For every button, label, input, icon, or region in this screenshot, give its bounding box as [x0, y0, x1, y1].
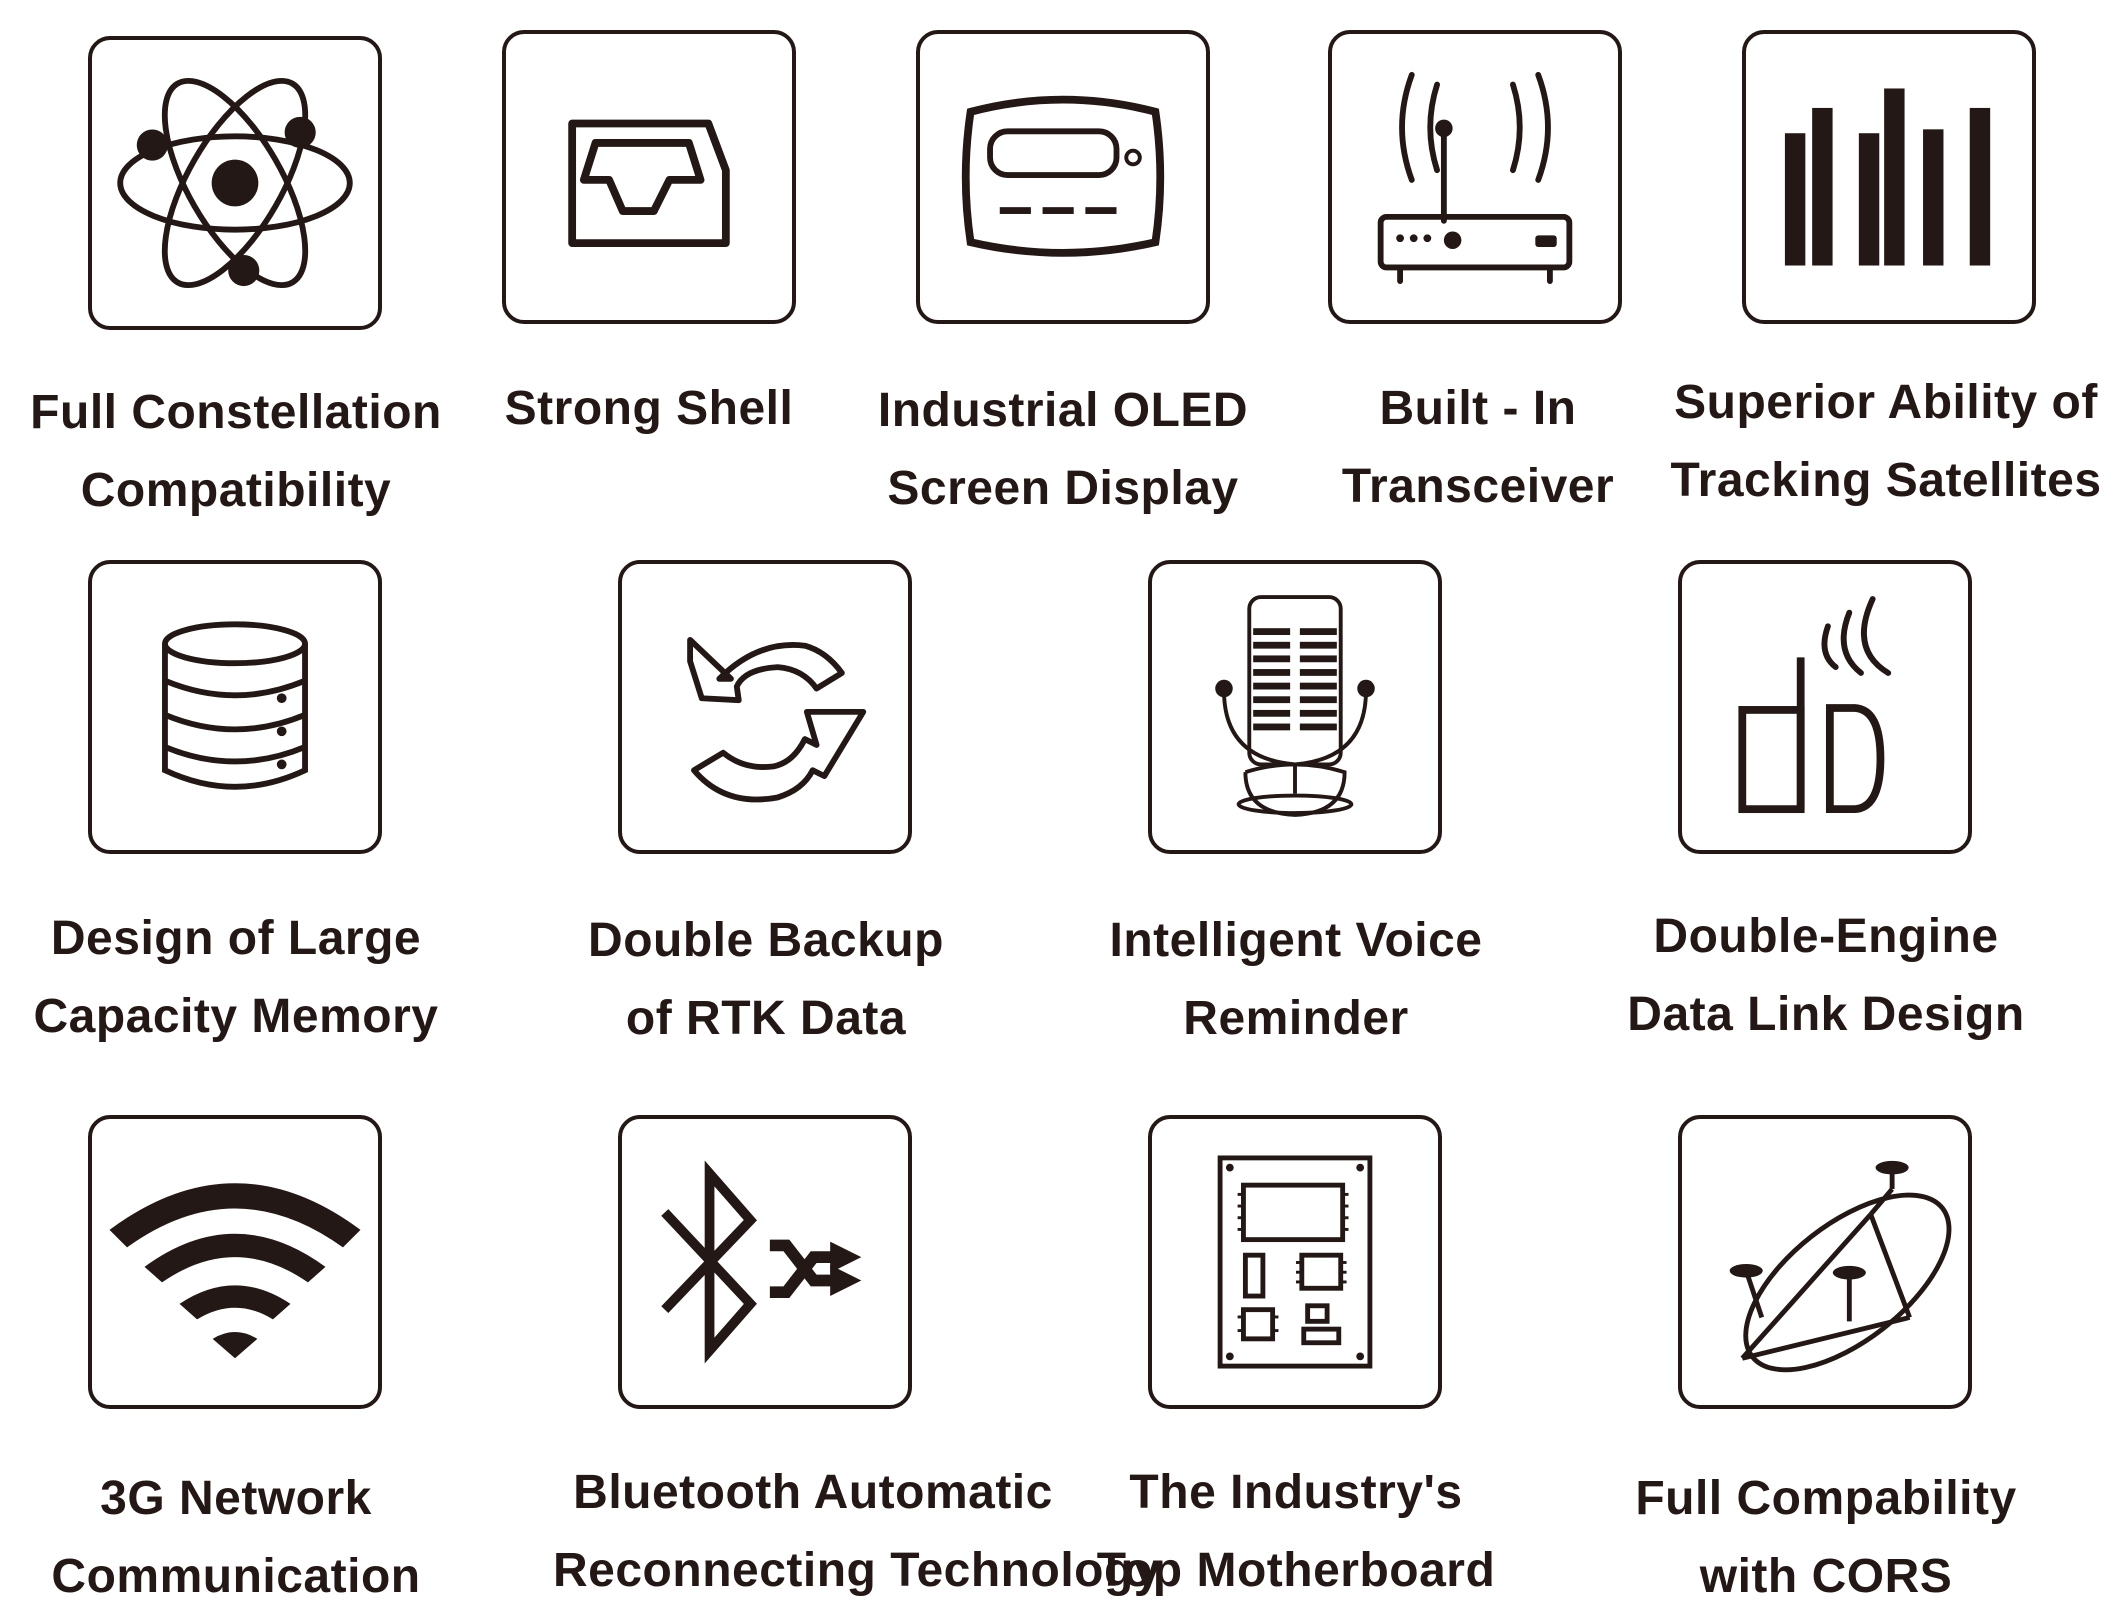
- feature-caption-12: The Industry's Top Motherboard: [1076, 1454, 1516, 1610]
- feature-tile-7: [618, 560, 912, 854]
- motherboard-icon: [1217, 1155, 1373, 1369]
- caption-line: The Industry's: [1129, 1466, 1463, 1519]
- caption-line: with CORS: [1699, 1550, 1953, 1603]
- data-link-icon: [1738, 596, 1892, 814]
- feature-tile-9: [1678, 560, 1972, 854]
- caption-line: Screen Display: [887, 462, 1239, 515]
- bluetooth-icon: [661, 1160, 862, 1364]
- feature-caption-7: Double Backup of RTK Data: [546, 902, 986, 1058]
- feature-tile-2: [502, 30, 796, 324]
- feature-caption-1: Full Constellation Compatibility: [16, 374, 456, 530]
- caption-line: Superior Ability of: [1674, 376, 2098, 429]
- feature-caption-13: Full Compability with CORS: [1606, 1460, 2046, 1616]
- caption-line: Full Constellation: [30, 386, 442, 439]
- caption-line: Reminder: [1183, 992, 1409, 1045]
- feature-caption-8: Intelligent Voice Reminder: [1076, 902, 1516, 1058]
- caption-line: Data Link Design: [1627, 988, 2025, 1041]
- caption-line: Full Compability: [1635, 1472, 2017, 1525]
- caption-line: Double Backup: [588, 914, 944, 967]
- feature-tile-1: [88, 36, 382, 330]
- caption-line: Design of Large: [50, 912, 422, 965]
- atom-icon: [117, 77, 353, 289]
- router-icon: [1377, 71, 1573, 285]
- feature-caption-10: 3G Network Communication: [16, 1460, 456, 1616]
- feature-tile-5: [1742, 30, 2036, 324]
- caption-line: Built - In: [1379, 382, 1577, 435]
- feature-caption-4: Built - In Transceiver: [1258, 370, 1698, 526]
- feature-caption-9: Double-Engine Data Link Design: [1606, 898, 2046, 1054]
- cors-icon: [1729, 1160, 1952, 1373]
- caption-line: Capacity Memory: [33, 990, 439, 1043]
- feature-tile-13: [1678, 1115, 1972, 1409]
- feature-caption-11: Bluetooth Automatic Reconnecting Technol…: [553, 1454, 1161, 1610]
- caption-line: Bluetooth Automatic: [573, 1466, 1053, 1519]
- database-icon: [162, 621, 308, 790]
- microphone-icon: [1215, 595, 1375, 817]
- caption-line: Compatibility: [80, 464, 392, 517]
- feature-caption-6: Design of Large Capacity Memory: [16, 900, 456, 1056]
- feature-tile-8: [1148, 560, 1442, 854]
- feature-tile-11: [618, 1115, 912, 1409]
- feature-tile-12: [1148, 1115, 1442, 1409]
- oled-screen-icon: [961, 95, 1165, 257]
- feature-caption-5: Superior Ability of Tracking Satellites: [1666, 364, 2106, 520]
- signal-bars-icon: [1784, 88, 1991, 266]
- feature-tile-10: [88, 1115, 382, 1409]
- feature-tile-3: [916, 30, 1210, 324]
- feature-tile-6: [88, 560, 382, 854]
- caption-line: Tracking Satellites: [1670, 454, 2102, 507]
- caption-line: Top Motherboard: [1096, 1544, 1496, 1597]
- caption-line: of RTK Data: [625, 992, 907, 1045]
- caption-line: Communication: [51, 1550, 421, 1603]
- caption-line: Intelligent Voice: [1109, 914, 1483, 967]
- feature-tile-4: [1328, 30, 1622, 324]
- caption-line: Double-Engine: [1653, 910, 1999, 963]
- caption-line: Transceiver: [1341, 460, 1615, 513]
- wifi-icon: [109, 1183, 361, 1359]
- feature-caption-2: Strong Shell: [429, 370, 869, 448]
- sync-arrows-icon: [687, 636, 867, 803]
- caption-line: Industrial OLED: [877, 384, 1249, 437]
- tray-icon: [568, 119, 730, 248]
- caption-line: Reconnecting Technology: [553, 1544, 1161, 1597]
- caption-line: Strong Shell: [504, 382, 794, 435]
- caption-line: 3G Network: [100, 1472, 372, 1525]
- feature-caption-3: Industrial OLED Screen Display: [843, 372, 1283, 528]
